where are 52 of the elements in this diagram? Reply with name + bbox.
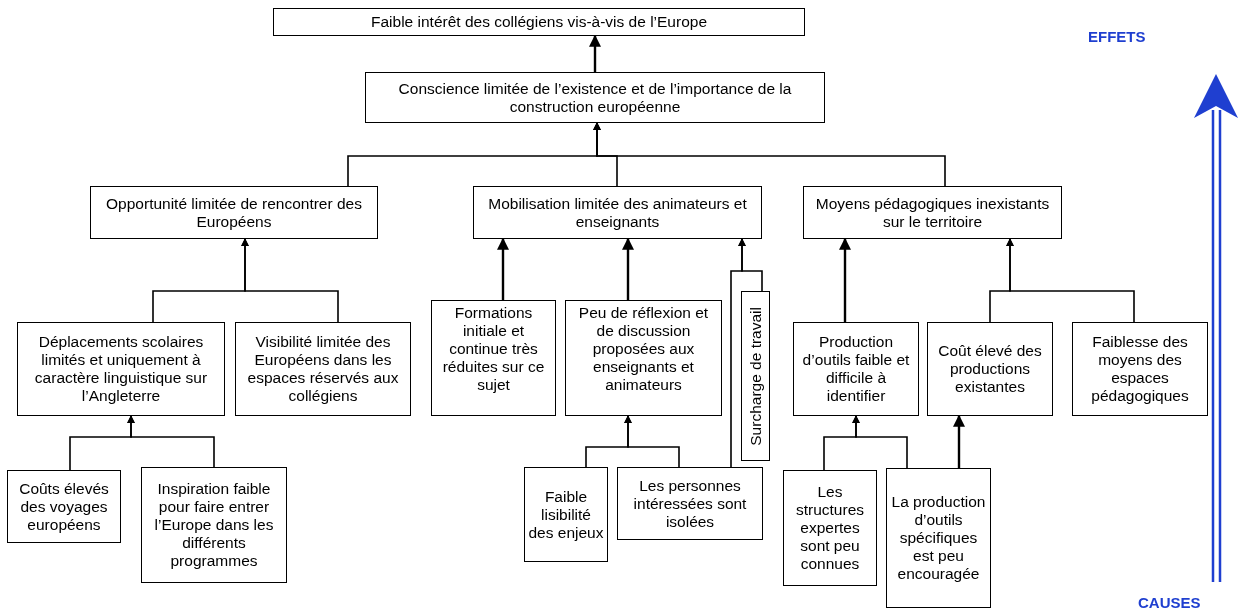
box-label: Les personnes intéressées sont isolées (632, 476, 748, 531)
cause-box (741, 291, 770, 461)
box-label: Mobilisation limitée des animateurs et enseignants (487, 194, 748, 231)
axis-label: CAUSES (1138, 594, 1201, 611)
box-label: Opportunité limitée de rencontrer des Européens (105, 194, 363, 231)
axis-label: EFFETS (1088, 28, 1146, 45)
arrow (127, 415, 215, 468)
box-label: Production d’outils faible et difficile à identifier (801, 333, 911, 405)
cause-box (90, 186, 378, 239)
arrow (839, 237, 851, 322)
box-label: Coût élevé des productions existantes (937, 342, 1043, 396)
box-label: Les structures expertes sont peu connues (794, 483, 866, 573)
box-label: Formations initiale et continue très réduites sur ce sujet (441, 304, 546, 394)
box-label: Visibilité limitée des Européens dans les espaces réservés aux collégiens (246, 333, 400, 405)
box-label: Faible intérêt des collégiens vis-à-vis de l’Europe (371, 13, 707, 31)
box-label: Moyens pédagogiques inexistants sur le territoire (814, 194, 1051, 231)
arrow (953, 414, 965, 468)
box-label: Peu de réflexion et de discussion proposées aux enseignants et animateurs (577, 304, 710, 394)
cause-box (1072, 322, 1208, 416)
cause-box (235, 322, 411, 416)
cause-box (565, 300, 722, 416)
cause-box (886, 468, 991, 608)
cause-box (783, 470, 877, 586)
arrow (622, 237, 634, 300)
cause-box (473, 186, 762, 239)
cause-box (17, 322, 225, 416)
box-label: Coûts élevés des voyages européens (18, 479, 110, 534)
box-label: Conscience limitée de l’existence et de l’importance de la construction européenne (397, 79, 793, 116)
arrow (624, 415, 680, 468)
cause-box (617, 467, 763, 540)
box-label: Surcharge de travail (746, 306, 765, 446)
box-label: Faiblesse des moyens des espaces pédagogiques (1090, 333, 1190, 405)
arrow (852, 415, 908, 469)
cause-box (431, 300, 556, 416)
box-label: Déplacements scolaires limités et uniquement à caractère linguistique sur l’Angleterre (33, 333, 209, 405)
cause-box (365, 72, 825, 123)
arrow (241, 238, 339, 323)
cause-box (524, 467, 608, 562)
arrow (1006, 238, 1135, 323)
cause-box (273, 8, 805, 36)
cause-box (141, 467, 287, 583)
arrow (497, 237, 509, 300)
box-label: La production d’outils spécifiques est peu encouragée (890, 493, 987, 583)
cause-box (927, 322, 1053, 416)
cause-box (7, 470, 121, 543)
arrow (589, 34, 601, 72)
arrow (593, 122, 946, 187)
cause-box (793, 322, 919, 416)
cause-box (803, 186, 1062, 239)
arrow (738, 238, 763, 292)
box-label: Faible lisibilité des enjeux (528, 487, 604, 542)
box-label: Inspiration faible pour faire entrer l’Europe dans les différents programmes (153, 480, 275, 570)
